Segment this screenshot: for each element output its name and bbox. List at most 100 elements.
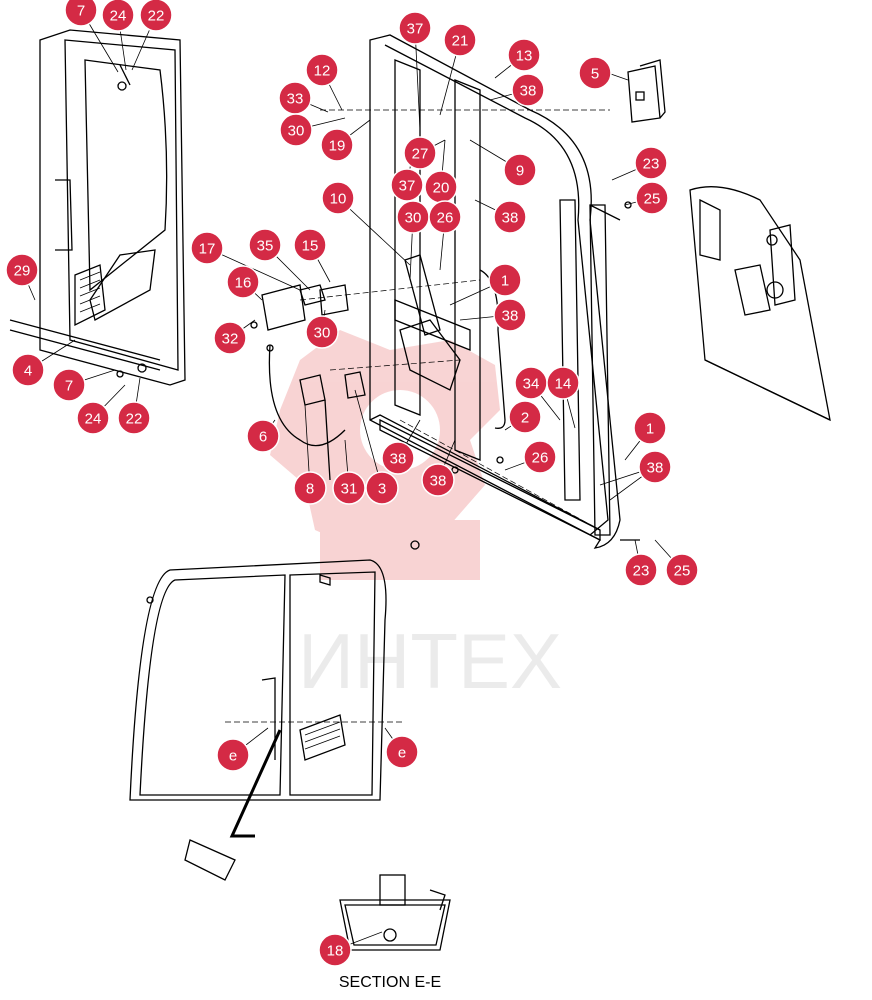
- callout-1[interactable]: 1: [633, 411, 667, 445]
- callout-label: 10: [330, 191, 347, 208]
- callout-38[interactable]: 38: [381, 441, 415, 475]
- callout-10[interactable]: 10: [321, 181, 355, 215]
- callout-label: e: [229, 748, 237, 765]
- callout-34[interactable]: 34: [514, 366, 548, 400]
- callout-e[interactable]: e: [216, 738, 250, 772]
- callout-4[interactable]: 4: [11, 353, 45, 387]
- callout-29[interactable]: 29: [5, 253, 39, 287]
- callout-marker: [305, 315, 339, 349]
- callout-5[interactable]: 5: [578, 56, 612, 90]
- callout-24[interactable]: 24: [101, 0, 135, 32]
- callout-label: 25: [674, 563, 691, 580]
- callout-33[interactable]: 33: [278, 81, 312, 115]
- callout-2[interactable]: 2: [508, 400, 542, 434]
- callout-label: 6: [259, 429, 267, 446]
- callout-label: 38: [502, 308, 519, 325]
- callout-30[interactable]: 30: [305, 315, 339, 349]
- callout-label: 17: [199, 241, 216, 258]
- callout-15[interactable]: 15: [293, 228, 327, 262]
- callout-marker: [507, 38, 541, 72]
- callout-label: 19: [329, 138, 346, 155]
- callout-14[interactable]: 14: [546, 366, 580, 400]
- callout-marker: [488, 263, 522, 297]
- callout-label: 2: [521, 410, 529, 427]
- callout-marker: [318, 933, 352, 967]
- callout-label: 37: [407, 21, 424, 38]
- callout-label: 38: [520, 83, 537, 100]
- callout-label: 37: [399, 178, 416, 195]
- right-detail-drawing: [689, 186, 831, 422]
- callout-17[interactable]: 17: [190, 231, 224, 265]
- callout-marker: [390, 168, 424, 202]
- callout-25[interactable]: 25: [635, 181, 669, 215]
- callout-8[interactable]: 8: [293, 471, 327, 505]
- callout-marker: [365, 471, 399, 505]
- callout-37[interactable]: 37: [398, 11, 432, 45]
- callout-12[interactable]: 12: [305, 53, 339, 87]
- callout-marker: [635, 181, 669, 215]
- callout-38[interactable]: 38: [493, 298, 527, 332]
- callout-24[interactable]: 24: [76, 401, 110, 435]
- callout-38[interactable]: 38: [638, 450, 672, 484]
- callout-marker: [246, 419, 280, 453]
- callout-1[interactable]: 1: [488, 263, 522, 297]
- callout-22[interactable]: 22: [139, 0, 173, 32]
- callout-marker: [508, 400, 542, 434]
- callout-23[interactable]: 23: [634, 146, 668, 180]
- callout-3[interactable]: 3: [365, 471, 399, 505]
- callout-marker: [216, 738, 250, 772]
- callout-26[interactable]: 26: [523, 440, 557, 474]
- callout-marker: [117, 401, 151, 435]
- callout-marker: [511, 73, 545, 107]
- callout-38[interactable]: 38: [493, 200, 527, 234]
- callout-23[interactable]: 23: [624, 553, 658, 587]
- callout-e[interactable]: e: [385, 735, 419, 769]
- callout-16[interactable]: 16: [226, 265, 260, 299]
- callout-marker: [248, 228, 282, 262]
- callout-26[interactable]: 26: [428, 200, 462, 234]
- callout-label: 20: [433, 180, 450, 197]
- callout-label: 21: [452, 33, 469, 50]
- callout-30[interactable]: 30: [396, 200, 430, 234]
- callout-marker: [381, 441, 415, 475]
- callout-30[interactable]: 30: [279, 113, 313, 147]
- callout-marker: [52, 368, 86, 402]
- callout-label: 14: [555, 376, 572, 393]
- callout-37[interactable]: 37: [390, 168, 424, 202]
- callout-32[interactable]: 32: [213, 321, 247, 355]
- callout-marker: [226, 265, 260, 299]
- callout-6[interactable]: 6: [246, 419, 280, 453]
- callout-18[interactable]: 18: [318, 933, 352, 967]
- callout-13[interactable]: 13: [507, 38, 541, 72]
- callout-label: 22: [126, 411, 143, 428]
- callout-marker: [443, 23, 477, 57]
- callout-marker: [634, 146, 668, 180]
- callout-label: 5: [591, 66, 599, 83]
- callout-label: e: [398, 745, 406, 762]
- callout-9[interactable]: 9: [503, 153, 537, 187]
- callout-label: 26: [437, 210, 454, 227]
- callout-20[interactable]: 20: [424, 170, 458, 204]
- callout-25[interactable]: 25: [665, 553, 699, 587]
- callout-7[interactable]: 7: [52, 368, 86, 402]
- watermark-text: ИНТЕХ: [298, 617, 562, 705]
- callout-marker: [76, 401, 110, 435]
- callout-35[interactable]: 35: [248, 228, 282, 262]
- callout-22[interactable]: 22: [117, 401, 151, 435]
- callout-label: 7: [77, 3, 85, 20]
- callout-7[interactable]: 7: [64, 0, 98, 27]
- callout-marker: [523, 440, 557, 474]
- callout-label: 30: [288, 123, 305, 140]
- callout-21[interactable]: 21: [443, 23, 477, 57]
- callout-label: 26: [532, 450, 549, 467]
- callout-19[interactable]: 19: [320, 128, 354, 162]
- callout-label: 30: [314, 325, 331, 342]
- callout-27[interactable]: 27: [403, 136, 437, 170]
- callout-38[interactable]: 38: [421, 463, 455, 497]
- callout-38[interactable]: 38: [511, 73, 545, 107]
- callout-marker: [64, 0, 98, 27]
- callout-31[interactable]: 31: [332, 471, 366, 505]
- callout-marker: [493, 298, 527, 332]
- callout-marker: [546, 366, 580, 400]
